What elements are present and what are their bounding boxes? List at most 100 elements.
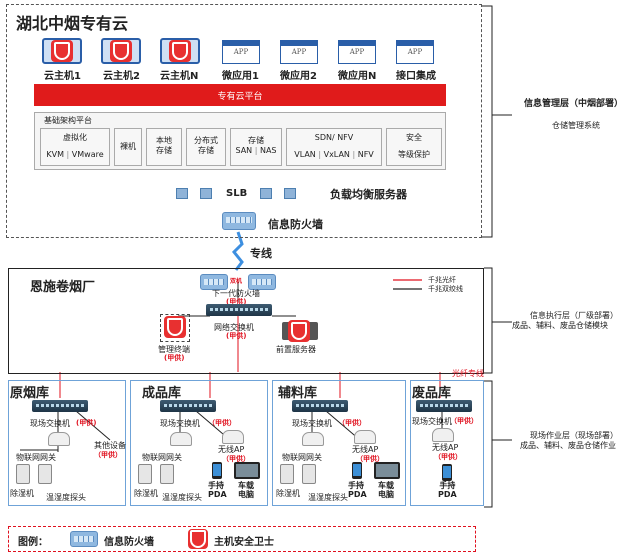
field-switch-label: 现场交换机	[30, 419, 70, 428]
mgmt-terminal-label: 管理终端	[158, 345, 190, 354]
field-switch-label: 现场交换机	[292, 419, 332, 428]
network-switch-label: 网络交换机	[214, 323, 254, 332]
server-icon	[284, 188, 296, 199]
dehumidifier-label: 除湿机	[10, 489, 34, 498]
field-switch-label: 现场交换机	[160, 419, 200, 428]
handheld-pda-label: 手持 PDA	[208, 481, 227, 499]
host-label-n: 云主机N	[160, 71, 199, 82]
wireless-ap-icon	[222, 430, 244, 444]
handheld-pda-label: 手持 PDA	[348, 481, 367, 499]
supply-a-label: （甲供）	[338, 419, 366, 427]
dehumidifier-icon	[280, 464, 294, 484]
fiber-line-label: 光纤专线	[452, 369, 484, 378]
app-window-icon: APP	[222, 40, 260, 64]
sensor-icon	[38, 464, 52, 484]
app-window-icon: APP	[280, 40, 318, 64]
slb-label: SLB	[226, 188, 248, 199]
local-storage-cell: 本地 存储	[146, 128, 182, 166]
temp-probe-label: 温湿度探头	[308, 493, 348, 502]
gateway-icon	[302, 432, 324, 446]
temp-probe-label: 温湿度探头	[162, 493, 202, 502]
switch-icon	[160, 400, 216, 412]
warehouse-waste-title: 废品库	[412, 386, 452, 401]
layer-storage-sys: 仓储管理系统	[552, 121, 600, 130]
supply-a-label: （甲供）	[94, 451, 122, 459]
app-label-2: 微应用2	[280, 71, 317, 82]
warehouse-aux	[272, 380, 406, 506]
supply-a-label: （甲供）	[434, 453, 462, 461]
warehouse-finished	[130, 380, 268, 506]
supply-a-label: （甲供）	[222, 455, 250, 463]
cloud-section	[6, 4, 482, 238]
sensor-icon	[302, 464, 316, 484]
cloud-firewall-label: 信息防火墙	[268, 218, 323, 231]
shield-icon	[164, 316, 186, 338]
virtualization-cell: 虚拟化 KVM | VMware	[40, 128, 110, 166]
dual-machine-label: 双机	[230, 278, 243, 285]
supply-a-label: （甲供）	[356, 455, 384, 463]
switch-icon	[416, 400, 472, 412]
wireless-ap-label: 无线AP	[432, 443, 459, 452]
iot-gateway-label: 物联网网关	[282, 453, 322, 462]
cloud-title: 湖北中烟专有云	[16, 14, 129, 33]
pda-icon	[442, 464, 452, 481]
other-equipment-label: 其他设备	[94, 441, 126, 450]
factory-title: 恩施卷烟厂	[30, 280, 96, 295]
dehumidifier-label: 除湿机	[134, 489, 158, 498]
wireless-ap-label: 无线AP	[352, 445, 379, 454]
shield-icon	[110, 40, 132, 62]
layer-info-exec: 信息执行层（厂级部署）	[530, 311, 618, 320]
shield-icon	[288, 320, 310, 342]
legend-host-guard-label: 主机安全卫士	[214, 537, 274, 548]
vehicle-pc-icon	[234, 462, 260, 479]
legend-box	[8, 526, 476, 552]
legend-fiber: 千兆光纤	[428, 276, 456, 284]
wireless-ap-label: 无线AP	[218, 445, 245, 454]
dehumidifier-icon	[138, 464, 152, 484]
supply-a-switch: (甲供)	[226, 332, 247, 340]
app-window-icon: APP	[338, 40, 376, 64]
lb-servers-label: 负载均衡服务器	[330, 188, 407, 201]
layer-info-exec-sub: 成品、辅料、废品仓储模块	[512, 321, 608, 330]
host-icon-1	[42, 38, 82, 64]
dehumidifier-label: 除湿机	[276, 489, 300, 498]
layer-info-mgmt: 信息管理层（中烟部署）	[524, 99, 624, 109]
sensor-icon	[160, 464, 174, 484]
gateway-icon	[48, 432, 70, 446]
supply-a-label: (甲供)	[76, 419, 97, 427]
warehouse-finished-title: 成品库	[142, 386, 182, 401]
supply-a-label: （甲供）	[450, 417, 478, 425]
server-icon	[260, 188, 272, 199]
distributed-storage-cell: 分布式 存储	[186, 128, 226, 166]
warehouse-raw-title: 原烟库	[10, 386, 50, 401]
legend-firewall-label: 信息防火墙	[104, 537, 154, 548]
wireless-ap-icon	[354, 430, 376, 444]
server-icon	[176, 188, 188, 199]
pda-icon	[212, 462, 222, 479]
supply-a-firewall: (甲供)	[226, 298, 247, 306]
vehicle-pc-label: 车载 电脑	[238, 481, 254, 499]
layer-field-ops: 现场作业层（现场部署）	[530, 431, 618, 440]
sdn-nfv-cell: SDN/ NFV VLAN | VxLAN | NFV	[286, 128, 382, 166]
wireless-ap-icon	[432, 428, 454, 442]
pda-icon	[352, 462, 362, 479]
warehouse-aux-title: 辅料库	[278, 386, 318, 401]
host-label-2: 云主机2	[103, 71, 140, 82]
iot-gateway-label: 物联网网关	[142, 453, 182, 462]
factory-section	[8, 268, 484, 374]
app-label-n: 微应用N	[338, 71, 377, 82]
switch-icon	[32, 400, 88, 412]
field-switch-label: 现场交换机	[412, 417, 452, 426]
legend-twisted: 千兆双绞线	[428, 285, 463, 293]
infra-title: 基础架构平台	[44, 116, 92, 125]
app-label-1: 微应用1	[222, 71, 259, 82]
host-label-1: 云主机1	[44, 71, 81, 82]
shield-icon	[188, 529, 208, 549]
firewall-icon	[200, 274, 228, 290]
firewall-icon	[70, 531, 98, 547]
supply-a-terminal: (甲供)	[164, 354, 185, 362]
host-icon-2	[101, 38, 141, 64]
security-cell: 安全 等级保护	[386, 128, 442, 166]
layer-field-ops-sub: 成品、辅料、废品仓储作业	[520, 441, 616, 450]
vehicle-pc-label: 车载 电脑	[378, 481, 394, 499]
